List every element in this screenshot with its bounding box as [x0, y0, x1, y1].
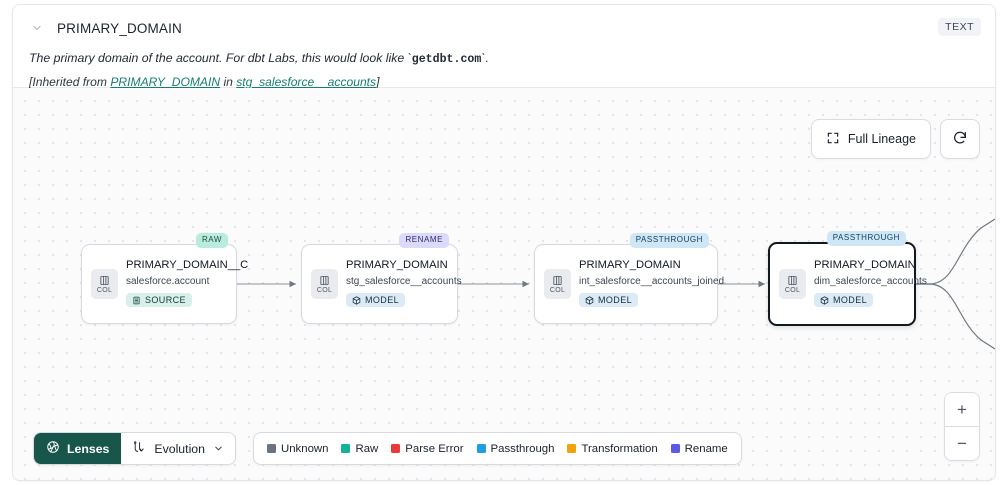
chevron-down-icon[interactable] — [29, 20, 45, 36]
inherited-prefix: [Inherited from — [29, 74, 111, 89]
node-3-source: int_salesforce__accounts_joined — [579, 276, 725, 288]
legend-item-raw[interactable]: Raw — [341, 443, 378, 455]
legend-swatch — [670, 444, 680, 453]
node-4-name: PRIMARY_DOMAIN — [814, 259, 916, 272]
description-suffix: `. — [481, 51, 489, 65]
cube-icon — [820, 296, 829, 305]
description-prefix: The primary domain of the account. For d… — [29, 51, 412, 65]
node-4-kind-badge: MODEL — [814, 293, 874, 308]
column-icon: COL — [544, 269, 571, 299]
legend-label: Parse Error — [405, 442, 464, 455]
columns-glyph-icon — [552, 275, 563, 286]
inherited-middle: in — [220, 74, 237, 89]
legend-item-parse-error[interactable]: Parse Error — [391, 442, 464, 455]
legend-swatch — [567, 444, 577, 453]
column-icon: COL — [311, 269, 338, 299]
legend-swatch — [476, 444, 486, 453]
cube-icon — [585, 296, 594, 305]
column-description: The primary domain of the account. For d… — [13, 41, 995, 68]
legend-label: Passthrough — [490, 442, 555, 455]
legend-swatch — [391, 444, 401, 453]
node-2-kind-badge: MODEL — [346, 293, 406, 308]
legend-item-unknown[interactable]: Unknown — [266, 442, 329, 455]
legend-item-passthrough[interactable]: Passthrough — [476, 442, 555, 455]
column-icon: COL — [779, 269, 806, 299]
lineage-node-1[interactable]: RAW COL PRIMARY_DOMAIN__C salesforce.acc… — [81, 233, 249, 324]
lineage-node-4[interactable]: PASSTHROUGH COL PRIMARY_DOMAIN dim_sales… — [768, 231, 927, 326]
legend-label: Transformation — [581, 442, 658, 455]
columns-glyph-icon — [787, 275, 798, 286]
columns-glyph-icon — [99, 275, 110, 286]
zoom-out-button[interactable]: − — [945, 427, 979, 460]
bottom-toolbar: Lenses Evolution U — [33, 432, 742, 465]
node-3-kind-label: MODEL — [598, 295, 633, 306]
legend-label: Rename — [684, 442, 728, 455]
full-lineage-label: Full Lineage — [847, 132, 916, 146]
database-icon — [132, 296, 141, 305]
legend-item-transformation[interactable]: Transformation — [567, 442, 658, 455]
lineage-canvas[interactable]: RAW COL PRIMARY_DOMAIN__C salesforce.acc… — [13, 88, 995, 480]
node-3-tag: PASSTHROUGH — [629, 233, 709, 248]
node-4-source: dim_salesforce_accounts — [814, 276, 927, 288]
columns-glyph-icon — [319, 275, 330, 286]
zoom-controls: + − — [944, 392, 980, 461]
node-4-tag: PASSTHROUGH — [826, 231, 906, 246]
lineage-controls: Full Lineage — [810, 119, 980, 159]
lineage-node-3[interactable]: PASSTHROUGH COL PRIMARY_DOMAIN int_sales… — [534, 233, 725, 324]
inherited-suffix: ] — [376, 74, 380, 89]
full-lineage-button[interactable]: Full Lineage — [810, 119, 931, 159]
node-3-kind-badge: MODEL — [579, 293, 639, 308]
column-icon-label: COL — [96, 286, 113, 294]
node-3-name: PRIMARY_DOMAIN — [579, 259, 681, 272]
legend: Unknown Raw Parse Error Passthrough — [252, 432, 742, 465]
node-4-kind-label: MODEL — [833, 295, 868, 306]
node-1-kind-badge: SOURCE — [126, 293, 192, 308]
column-icon-label: COL — [549, 286, 566, 294]
inherited-column-link[interactable]: PRIMARY_DOMAIN — [110, 74, 221, 89]
node-2-kind-label: MODEL — [365, 295, 400, 306]
node-1-tag: RAW — [195, 233, 228, 248]
column-icon-label: COL — [316, 286, 333, 294]
refresh-button[interactable] — [940, 119, 980, 159]
zoom-in-button[interactable]: + — [945, 393, 979, 427]
card-header: PRIMARY_DOMAIN TEXT The primary domain o… — [13, 5, 995, 91]
page-title: PRIMARY_DOMAIN — [57, 20, 182, 36]
legend-swatch — [266, 444, 276, 453]
lens-aperture-icon — [46, 440, 60, 457]
column-icon: COL — [91, 269, 118, 299]
lineage-node-2[interactable]: RENAME COL PRIMARY_DOMAIN stg_salesforce… — [301, 233, 462, 324]
evolution-flow-icon — [132, 440, 146, 457]
legend-swatch — [341, 444, 351, 453]
node-1-source: salesforce.account — [126, 276, 210, 288]
expand-corners-icon — [826, 131, 840, 148]
legend-item-rename[interactable]: Rename — [670, 442, 728, 455]
edge-out-bottom — [916, 283, 995, 350]
edge-out-top — [916, 218, 995, 285]
lenses-button[interactable]: Lenses — [34, 433, 122, 464]
refresh-icon — [952, 130, 968, 149]
inherited-from-note: [Inherited from PRIMARY_DOMAIN in stg_sa… — [13, 68, 995, 91]
title-row: PRIMARY_DOMAIN — [13, 5, 995, 41]
lenses-label: Lenses — [67, 441, 110, 456]
inherited-model-link[interactable]: stg_salesforce__accounts — [236, 74, 377, 89]
legend-label: Raw — [355, 442, 379, 455]
evolution-dropdown[interactable]: Evolution — [121, 433, 235, 464]
type-badge: TEXT — [938, 18, 981, 36]
node-2-name: PRIMARY_DOMAIN — [346, 259, 448, 272]
legend-label: Unknown — [280, 442, 329, 455]
cube-icon — [352, 296, 361, 305]
node-1-kind-label: SOURCE — [145, 295, 186, 306]
description-code: getdbt.com — [411, 53, 482, 66]
node-2-source: stg_salesforce__accounts — [346, 276, 462, 288]
node-1-name: PRIMARY_DOMAIN__C — [126, 259, 249, 272]
evolution-label: Evolution — [154, 441, 205, 456]
node-2-tag: RENAME — [399, 233, 449, 248]
lens-group: Lenses Evolution — [33, 432, 236, 465]
column-detail-card: PRIMARY_DOMAIN TEXT The primary domain o… — [12, 4, 996, 481]
column-icon-label: COL — [784, 286, 801, 294]
chevron-down-icon — [213, 443, 224, 454]
